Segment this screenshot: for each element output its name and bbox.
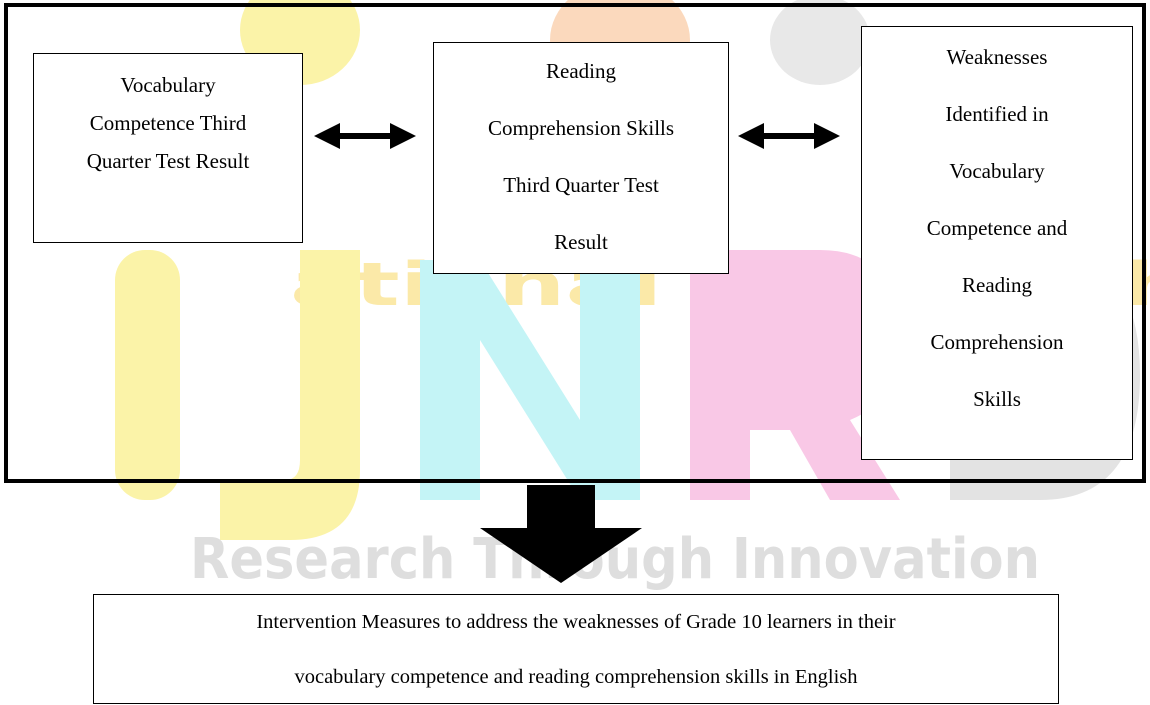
diagram-frame [4, 3, 1146, 483]
watermark-letter-r [690, 250, 900, 500]
box-line: Comprehension Skills [487, 116, 675, 140]
box-line: Identified in [945, 102, 1049, 126]
box-line: Comprehension [930, 330, 1064, 354]
box-line: Third Quarter Test [503, 173, 659, 197]
box-line: Weaknesses [946, 45, 1048, 69]
vocabulary-test-box: Vocabulary Competence Third Quarter Test… [33, 53, 303, 243]
double-arrow-left-connector [314, 123, 416, 149]
box-line: Reading [962, 273, 1032, 297]
down-arrow-connector [480, 485, 642, 583]
box-line: Vocabulary [120, 73, 216, 97]
watermark-letter-i [115, 250, 180, 500]
box-line: Vocabulary [949, 159, 1045, 183]
box-line: Quarter Test Result [86, 149, 250, 173]
box-line: Competence and [926, 216, 1068, 240]
box-line: Skills [973, 387, 1021, 411]
weaknesses-box: Weaknesses Identified in Vocabulary Comp… [861, 26, 1133, 460]
box-line: vocabulary competence and reading compre… [294, 666, 858, 688]
watermark-gray-drop-2 [770, 0, 870, 85]
box-line: Competence Third [89, 111, 247, 135]
box-line: Intervention Measures to address the wea… [256, 611, 896, 633]
box-line: Result [554, 230, 608, 254]
reading-comprehension-test-box: Reading Comprehension Skills Third Quart… [433, 42, 729, 274]
watermark-letter-n [420, 260, 640, 500]
double-arrow-right-connector [738, 123, 840, 149]
intervention-measures-box: Intervention Measures to address the wea… [93, 594, 1059, 704]
watermark-letter-j [220, 250, 360, 540]
box-line: Reading [546, 59, 616, 83]
